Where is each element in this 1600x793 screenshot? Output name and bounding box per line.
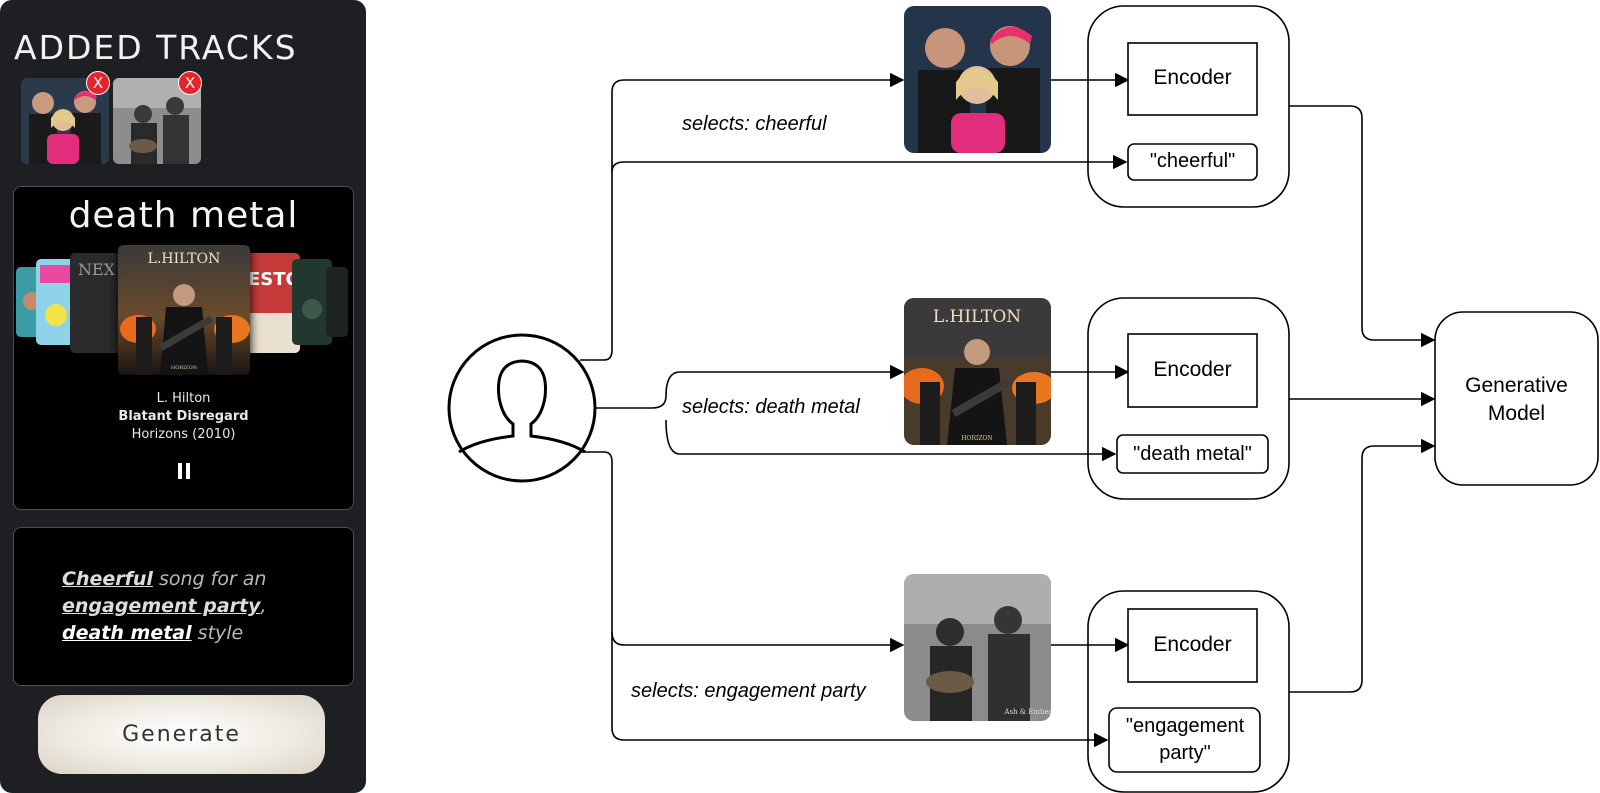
pause-icon bbox=[178, 463, 190, 479]
genre-title: death metal bbox=[68, 195, 299, 236]
text-chip-cheerful: "cheerful" bbox=[1149, 150, 1236, 172]
svg-text:L.HILTON: L.HILTON bbox=[933, 307, 1021, 327]
image-musicians-bw: Ash & Embers bbox=[904, 574, 1056, 721]
panel-title: ADDED TRACKS bbox=[14, 28, 298, 67]
prompt-keyword-cheerful[interactable]: Cheerful bbox=[62, 568, 153, 590]
track-artist: L. Hilton bbox=[156, 391, 211, 406]
generative-model-label: Generative Model bbox=[1435, 372, 1598, 428]
prompt-box: Cheerful song for an engagement party, de… bbox=[13, 527, 354, 686]
svg-text:Ash & Embers: Ash & Embers bbox=[1003, 708, 1056, 716]
user-icon bbox=[447, 333, 597, 483]
generative-model-box bbox=[1434, 311, 1599, 486]
encoder-label-1: Encoder bbox=[1153, 66, 1232, 89]
image-death-metal-cover: L.HILTON HORIZON bbox=[904, 298, 1051, 445]
prompt-keyword-death-metal[interactable]: death metal bbox=[62, 622, 192, 644]
selection-label-engagement-party: selects: engagement party bbox=[631, 680, 866, 702]
selection-label-death-metal: selects: death metal bbox=[682, 396, 860, 418]
connectors-death-metal bbox=[595, 364, 1117, 462]
carousel-cover-current[interactable]: L.HILTON HORIZON bbox=[118, 245, 250, 375]
svg-text:HORIZON: HORIZON bbox=[961, 435, 992, 442]
selection-label-cheerful: selects: cheerful bbox=[682, 113, 827, 135]
track-title: Blatant Disregard bbox=[118, 409, 249, 424]
svg-text:NEX: NEX bbox=[78, 260, 116, 279]
generative-model-label-line1: Generative bbox=[1465, 374, 1568, 397]
text-chip-engagement-party: "engagement party" bbox=[1125, 715, 1245, 764]
prompt-text: Cheerful song for an engagement party, de… bbox=[62, 566, 332, 647]
carousel-cover-5[interactable]: ESTO bbox=[246, 253, 300, 353]
encoder-label-3: Encoder bbox=[1153, 633, 1232, 656]
svg-text:ESTO: ESTO bbox=[248, 269, 300, 290]
model-arrows bbox=[1289, 105, 1436, 693]
carousel-cover-6[interactable] bbox=[292, 259, 332, 345]
album-carousel[interactable]: NEX ESTO bbox=[14, 245, 353, 379]
added-tracks-panel: ADDED TRACKS X X death metal bbox=[0, 0, 366, 793]
encoder-label-2: Encoder bbox=[1153, 358, 1232, 381]
text-chips bbox=[1108, 143, 1269, 773]
carousel-cover-7[interactable] bbox=[326, 267, 348, 337]
genre-player-card: death metal NEX ESTO bbox=[13, 186, 354, 510]
image-encoder-arrows bbox=[1051, 72, 1130, 653]
prompt-keyword-engagement-party[interactable]: engagement party bbox=[62, 595, 261, 617]
connectors-engagement-party bbox=[580, 451, 1109, 748]
generate-button[interactable]: Generate bbox=[38, 695, 325, 774]
connectors-cheerful bbox=[580, 72, 1128, 361]
svg-text:L.HILTON: L.HILTON bbox=[148, 251, 221, 267]
encoder-boxes bbox=[1127, 42, 1258, 683]
remove-track-2-button[interactable]: X bbox=[178, 71, 202, 95]
pause-button[interactable] bbox=[172, 459, 196, 483]
remove-track-1-button[interactable]: X bbox=[86, 71, 110, 95]
prompt-text-segment: style bbox=[191, 622, 244, 644]
image-friends bbox=[904, 6, 1051, 153]
text-chip-death-metal: "death metal" bbox=[1133, 443, 1252, 465]
generative-model-label-line2: Model bbox=[1487, 402, 1546, 425]
carousel-cover-3[interactable]: NEX bbox=[70, 253, 124, 353]
added-track-thumbnail-friends[interactable] bbox=[21, 78, 109, 164]
prompt-text-segment: , bbox=[260, 595, 267, 617]
track-album: Horizons (2010) bbox=[131, 427, 236, 442]
prompt-text-segment: song for an bbox=[152, 568, 267, 590]
svg-text:HORIZON: HORIZON bbox=[171, 365, 198, 371]
